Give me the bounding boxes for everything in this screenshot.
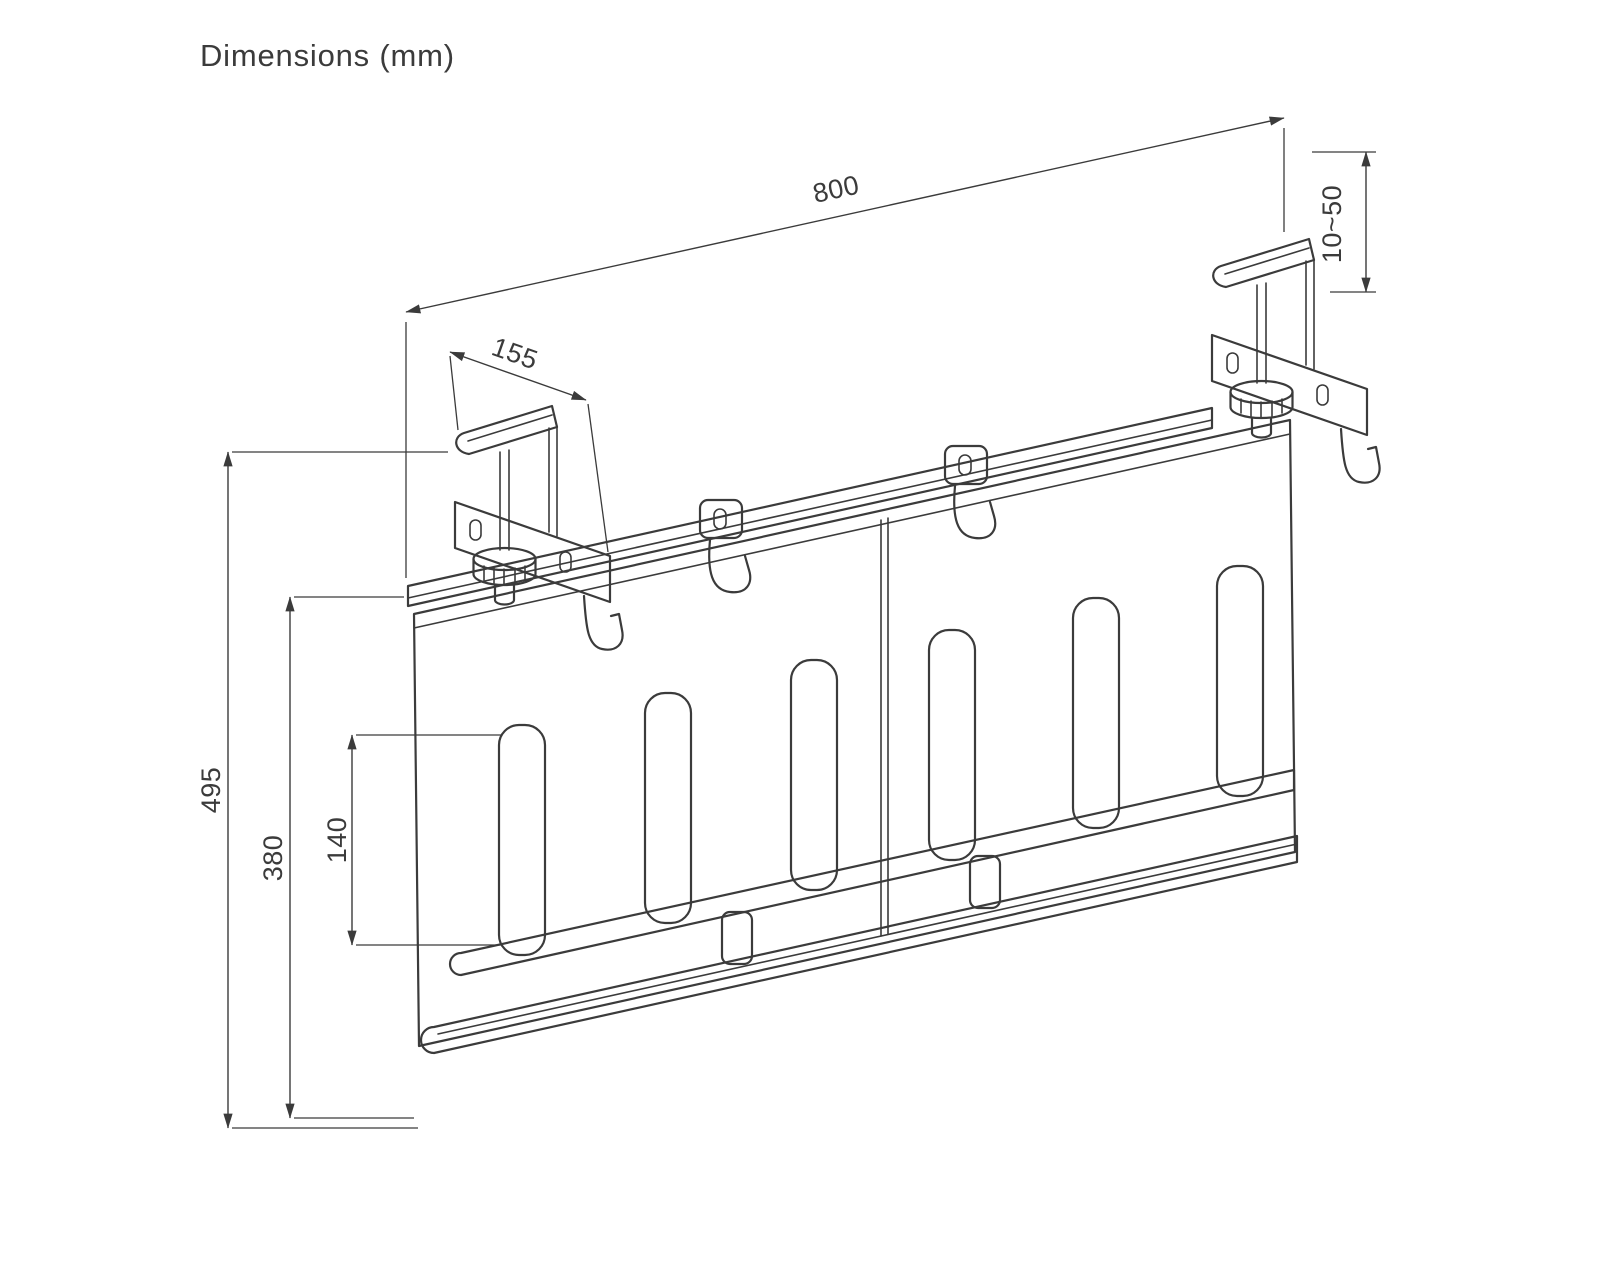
lower-rod bbox=[419, 834, 1299, 1055]
cable-strap bbox=[643, 691, 693, 925]
dimension-380: 380 bbox=[258, 596, 414, 1119]
rail-clip bbox=[943, 444, 989, 486]
dimension-800-label: 800 bbox=[810, 170, 862, 209]
cable-strap bbox=[497, 723, 547, 957]
cable-strap bbox=[927, 628, 977, 862]
bracket-hole bbox=[469, 519, 482, 541]
clamp-bracket bbox=[453, 500, 612, 604]
cable-tray-panel bbox=[412, 418, 1297, 1048]
cable-straps bbox=[497, 564, 1265, 957]
dimension-380-label: 380 bbox=[258, 835, 288, 882]
hanging-hook bbox=[953, 484, 997, 540]
dimension-10-50: 10~50 bbox=[1312, 151, 1376, 293]
upper-rod bbox=[448, 768, 1296, 977]
cable-strap bbox=[1071, 596, 1121, 830]
cable-strap bbox=[1215, 564, 1265, 798]
clamp-knob bbox=[472, 546, 537, 606]
dimension-10-50-label: 10~50 bbox=[1317, 185, 1347, 263]
dimension-140: 140 bbox=[322, 734, 502, 946]
dimension-140-label: 140 bbox=[322, 817, 352, 864]
dimension-155: 155 bbox=[449, 332, 609, 553]
bracket-hole bbox=[559, 551, 572, 573]
bottom-rods bbox=[419, 768, 1299, 1055]
hanging-hook bbox=[708, 538, 752, 594]
dimension-495: 495 bbox=[196, 451, 448, 1129]
left-desk-clamp bbox=[453, 404, 624, 651]
rod-clip bbox=[720, 910, 754, 966]
clip-slot bbox=[713, 508, 727, 530]
rail-clip bbox=[698, 498, 744, 540]
rod-clip bbox=[968, 854, 1002, 910]
rail-hangers bbox=[698, 444, 997, 594]
clamp-arm bbox=[455, 404, 559, 456]
drawing-title: Dimensions (mm) bbox=[200, 38, 455, 73]
dimension-495-label: 495 bbox=[196, 767, 226, 814]
mounting-rail bbox=[406, 406, 1214, 608]
clamp-hook bbox=[582, 594, 624, 651]
clip-slot bbox=[958, 454, 972, 476]
cable-strap bbox=[789, 658, 839, 892]
